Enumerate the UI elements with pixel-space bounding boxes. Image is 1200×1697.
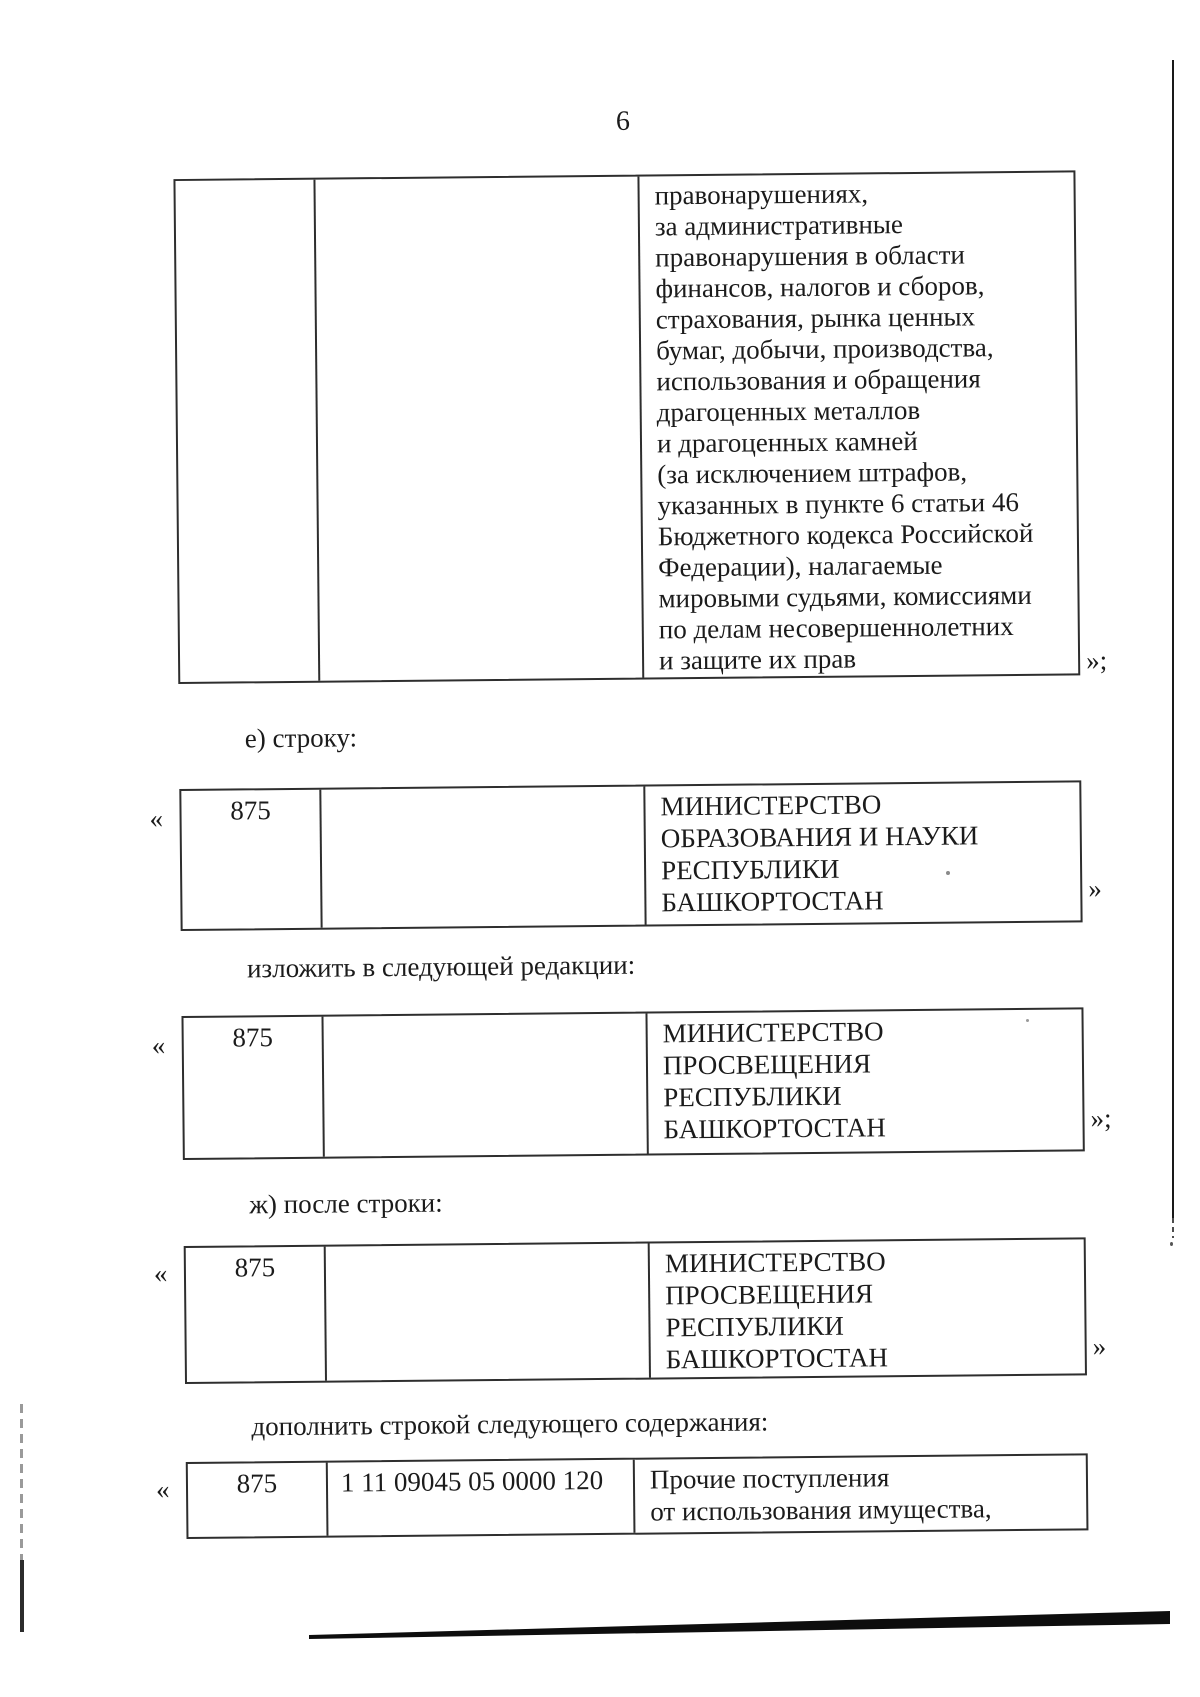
append-label: дополнить строкой следующего содержания: [251, 1406, 769, 1442]
cell-admin-code: 875 [181, 789, 323, 930]
table-row-continuation: правонарушениях, за административные пра… [173, 170, 1081, 685]
cell-revenue-name: МИНИСТЕРСТВО ПРОСВЕЩЕНИЯ РЕСПУБЛИКИ БАШК… [662, 1016, 886, 1145]
closing-quote: »; [1090, 1103, 1112, 1134]
subitem-zh-label: ж) после строки: [249, 1187, 443, 1220]
cell-admin-code: 875 [187, 1462, 329, 1537]
cell-revenue-name: правонарушениях, за административные пра… [654, 178, 1034, 676]
scan-speck [1026, 1019, 1029, 1022]
page-number: 6 [615, 105, 631, 137]
cell-revenue-name: МИНИСТЕРСТВО ПРОСВЕЩЕНИЯ РЕСПУБЛИКИ БАШК… [664, 1246, 889, 1375]
scan-edge-line-left [20, 1404, 23, 1560]
closing-quote: »; [1085, 645, 1108, 676]
cell-revenue-name: Прочие поступления от использования имущ… [649, 1462, 992, 1527]
cell-kbk-code [315, 176, 645, 681]
table-row-after-which: 875 МИНИСТЕРСТВО ПРОСВЕЩЕНИЯ РЕСПУБЛИКИ … [183, 1237, 1087, 1385]
scan-edge-line-left-dark [20, 1560, 24, 1632]
cell-kbk-code [323, 1013, 649, 1157]
cell-kbk-code: 1 11 09045 05 0000 120 [327, 1459, 636, 1536]
redaction-label: изложить в следующей редакции: [246, 949, 636, 984]
table-row-new-edition: 875 МИНИСТЕРСТВО ПРОСВЕЩЕНИЯ РЕСПУБЛИКИ … [181, 1007, 1085, 1161]
cell-admin-code [175, 179, 321, 683]
table-row-added: 875 1 11 09045 05 0000 120 Прочие поступ… [185, 1453, 1089, 1540]
opening-quote: « [155, 1474, 170, 1505]
table-row-before-edit: 875 МИНИСТЕРСТВО ОБРАЗОВАНИЯ И НАУКИ РЕС… [179, 780, 1083, 932]
cell-admin-code: 875 [183, 1016, 325, 1158]
closing-quote: » [1092, 1331, 1107, 1362]
cell-revenue-name: МИНИСТЕРСТВО ОБРАЗОВАНИЯ И НАУКИ РЕСПУБЛ… [660, 789, 979, 918]
subitem-e-label: е) строку: [244, 722, 358, 754]
scan-streak-artifact [309, 1611, 1170, 1639]
cell-kbk-code [321, 786, 647, 928]
closing-quote: » [1088, 873, 1102, 904]
scan-edge-line-right [1172, 60, 1174, 1218]
cell-kbk-code [325, 1243, 651, 1381]
scan-speck [946, 871, 950, 875]
scan-edge-line-right-tail [1172, 1218, 1174, 1238]
opening-quote: « [151, 1030, 166, 1061]
cell-admin-code: 875 [185, 1246, 327, 1382]
scan-speck [1170, 1242, 1173, 1246]
opening-quote: « [153, 1258, 168, 1289]
opening-quote: « [149, 803, 164, 834]
